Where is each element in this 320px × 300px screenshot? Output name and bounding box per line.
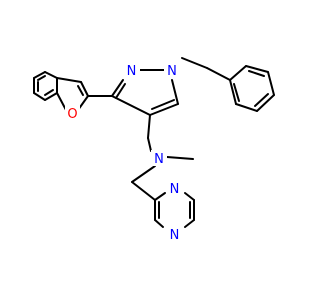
bond	[154, 219, 164, 228]
bond	[267, 71, 275, 96]
bond	[166, 156, 194, 160]
bond	[131, 165, 156, 183]
label-backdrop	[123, 62, 140, 78]
label-backdrop	[151, 150, 167, 166]
bond	[131, 181, 156, 201]
bond	[44, 92, 58, 101]
molecule-structure: N N O N N N	[33, 57, 275, 243]
bond	[206, 67, 231, 81]
bond	[229, 79, 237, 105]
bond	[184, 219, 195, 228]
molecule-canvas: N N O N N N	[33, 57, 275, 243]
bond	[151, 99, 175, 110]
label-backdrop	[166, 226, 183, 242]
atom-labels: N N O N N N	[65, 62, 183, 243]
atom-label-pyrazole-n2: N	[127, 64, 137, 79]
atom-label-pyrazole-n1: N	[167, 64, 177, 79]
bond	[256, 94, 275, 112]
bond	[111, 95, 151, 116]
bond	[245, 65, 269, 73]
bond	[248, 70, 265, 77]
bond	[37, 75, 46, 81]
bond	[149, 103, 179, 116]
bond	[77, 85, 84, 96]
bond	[229, 65, 247, 81]
bond	[154, 192, 166, 201]
bond	[233, 83, 240, 102]
bond	[56, 92, 67, 111]
bond	[184, 192, 195, 201]
atom-label-amine-nitrogen: N	[154, 152, 164, 167]
atom-label-furan-oxygen: O	[67, 107, 77, 122]
bond	[254, 93, 269, 107]
bond	[44, 71, 58, 79]
bond	[115, 83, 126, 99]
bond	[111, 79, 124, 97]
bond	[181, 57, 208, 69]
bond	[147, 114, 151, 139]
bond	[33, 92, 46, 101]
atom-label-pyrazine-n4: N	[170, 182, 180, 197]
bond	[235, 103, 258, 112]
label-backdrop	[164, 62, 180, 78]
bond	[147, 137, 152, 152]
atom-label-pyrazine-n1: N	[170, 228, 180, 243]
bond	[33, 71, 46, 79]
bond	[171, 79, 179, 105]
bonds	[33, 57, 275, 228]
bond	[80, 81, 89, 97]
label-backdrop	[166, 180, 183, 196]
bond	[56, 77, 82, 83]
label-backdrop	[65, 105, 80, 121]
bond	[44, 89, 54, 96]
